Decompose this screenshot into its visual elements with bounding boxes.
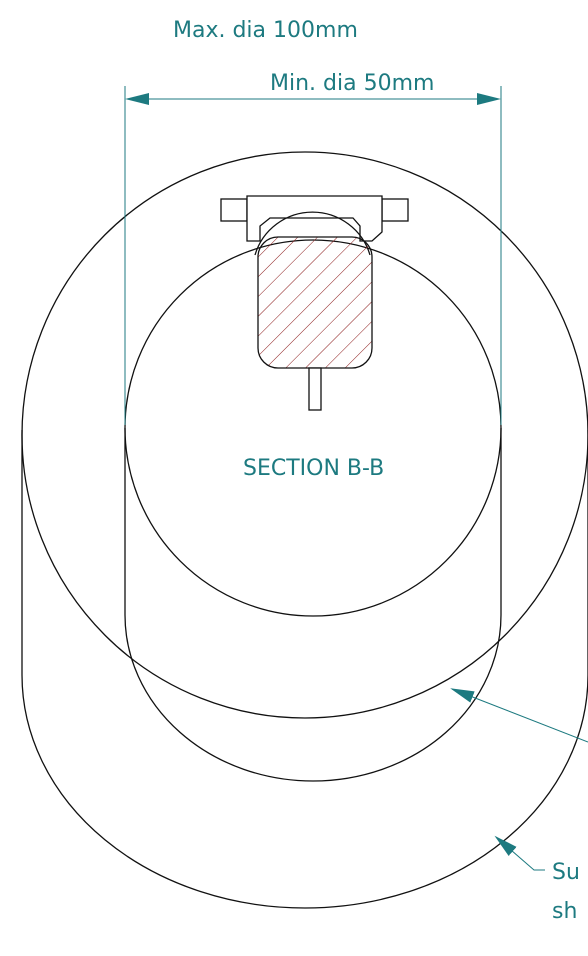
clamp-saddle (254, 211, 371, 256)
clamp-bracket (220, 195, 409, 256)
hatched-section-block (257, 236, 373, 369)
max-diameter-outline (21, 151, 588, 909)
leader-line-upper (450, 688, 588, 743)
section-stem (308, 367, 322, 411)
callout-bottom-line1: Su (552, 860, 580, 885)
leader-line-lower (494, 835, 545, 871)
dimension-extension-lines (124, 86, 502, 425)
outer-u-shape (21, 430, 588, 909)
section-label: SECTION B-B (243, 456, 384, 481)
max-dia-label: Max. dia 100mm (173, 18, 358, 43)
callout-bottom-line2: sh (552, 899, 577, 924)
min-dia-label: Min. dia 50mm (270, 71, 434, 96)
clamp-right-tab (381, 198, 409, 222)
inner-u-shape (124, 428, 502, 782)
clamp-body (246, 195, 383, 242)
clamp-left-tab (220, 198, 248, 222)
